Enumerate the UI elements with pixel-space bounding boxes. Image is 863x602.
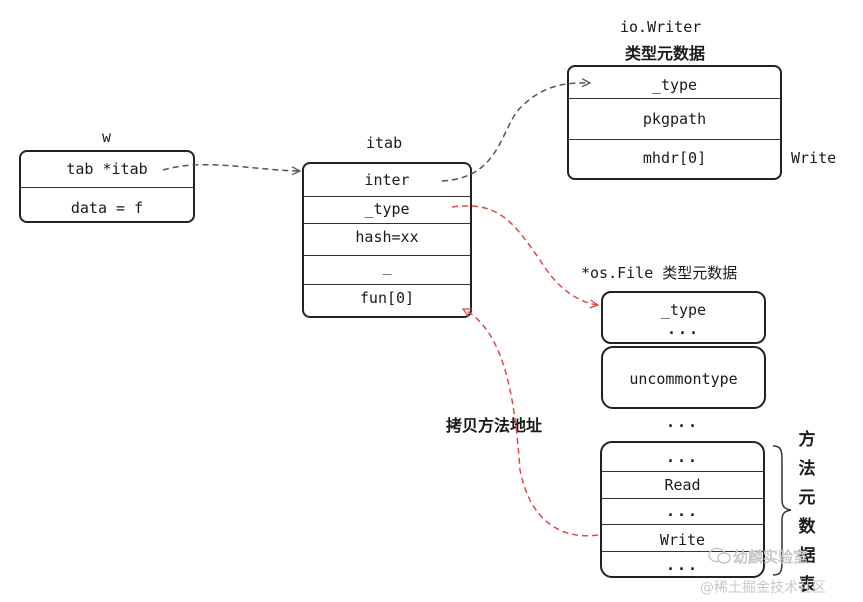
brace-char-6: 表 — [798, 575, 816, 595]
arrow-tab-to-itab — [162, 163, 300, 171]
method-row-dots-1: ... — [665, 448, 700, 466]
osfile-between-dots: ... — [666, 413, 700, 431]
method-row-dots-2: ... — [602, 498, 763, 520]
writer-title: io.Writer — [620, 18, 702, 36]
osfile-uncommon-field: uncommontype — [629, 370, 738, 388]
osfile-type-dots: ... — [666, 320, 701, 338]
brace-char-3: 元 — [798, 488, 816, 508]
brace-char-5: 据 — [798, 546, 816, 566]
osfile-uncommon-box: uncommontype — [601, 346, 766, 409]
watermark-logo-text: 幼麟实验室 — [733, 548, 809, 566]
brace-char-2: 法 — [798, 459, 816, 479]
method-table-label: 方 法 元 数 据 表 — [797, 426, 817, 600]
watermark-site-text: @稀土掘金技术社区 — [700, 580, 826, 596]
w-data-field: data = f — [21, 187, 193, 217]
writer-method-label: Write — [791, 149, 837, 167]
osfile-type-field: _type — [660, 301, 707, 319]
w-title: w — [102, 128, 112, 146]
writer-type-field: _type — [651, 76, 698, 94]
brace-char-4: 数 — [798, 517, 816, 537]
method-table-brace — [772, 445, 792, 576]
method-row-dots-3: ... — [602, 551, 763, 574]
osfile-title: *os.File 类型元数据 — [581, 262, 737, 283]
writer-pkgpath-field: pkgpath — [569, 98, 780, 128]
method-row-read: Read — [602, 471, 763, 494]
arrow-write-to-fun — [463, 308, 599, 537]
osfile-methods-box: ... Read ... Write ... — [600, 441, 765, 578]
w-tab-field: tab *itab — [66, 160, 148, 178]
writer-mhdr-field: mhdr[0] — [569, 139, 780, 167]
arrow-type-to-osfile — [451, 205, 598, 305]
itab-fun-field: fun[0] — [304, 284, 470, 307]
itab-hash-field: hash=xx — [304, 223, 470, 246]
itab-underscore-field: _ — [304, 255, 470, 275]
writer-metadata-box: _type pkgpath mhdr[0] — [567, 65, 782, 180]
itab-title: itab — [366, 134, 403, 152]
itab-type-field: _type — [304, 196, 470, 218]
brace-char-1: 方 — [798, 430, 816, 450]
writer-subtitle: 类型元数据 — [625, 44, 706, 63]
w-struct-box: tab *itab data = f — [19, 150, 195, 223]
copy-method-address-label: 拷贝方法地址 — [446, 416, 543, 435]
itab-inter-field: inter — [364, 171, 410, 189]
arrow-inter-to-writer — [441, 83, 590, 182]
osfile-title-text: *os.File 类型元数据 — [581, 264, 738, 282]
method-row-write: Write — [602, 524, 763, 549]
itab-struct-box: inter _type hash=xx _ fun[0] — [302, 162, 472, 318]
osfile-type-box: _type ... — [601, 291, 766, 344]
wechat-icon — [708, 547, 731, 564]
